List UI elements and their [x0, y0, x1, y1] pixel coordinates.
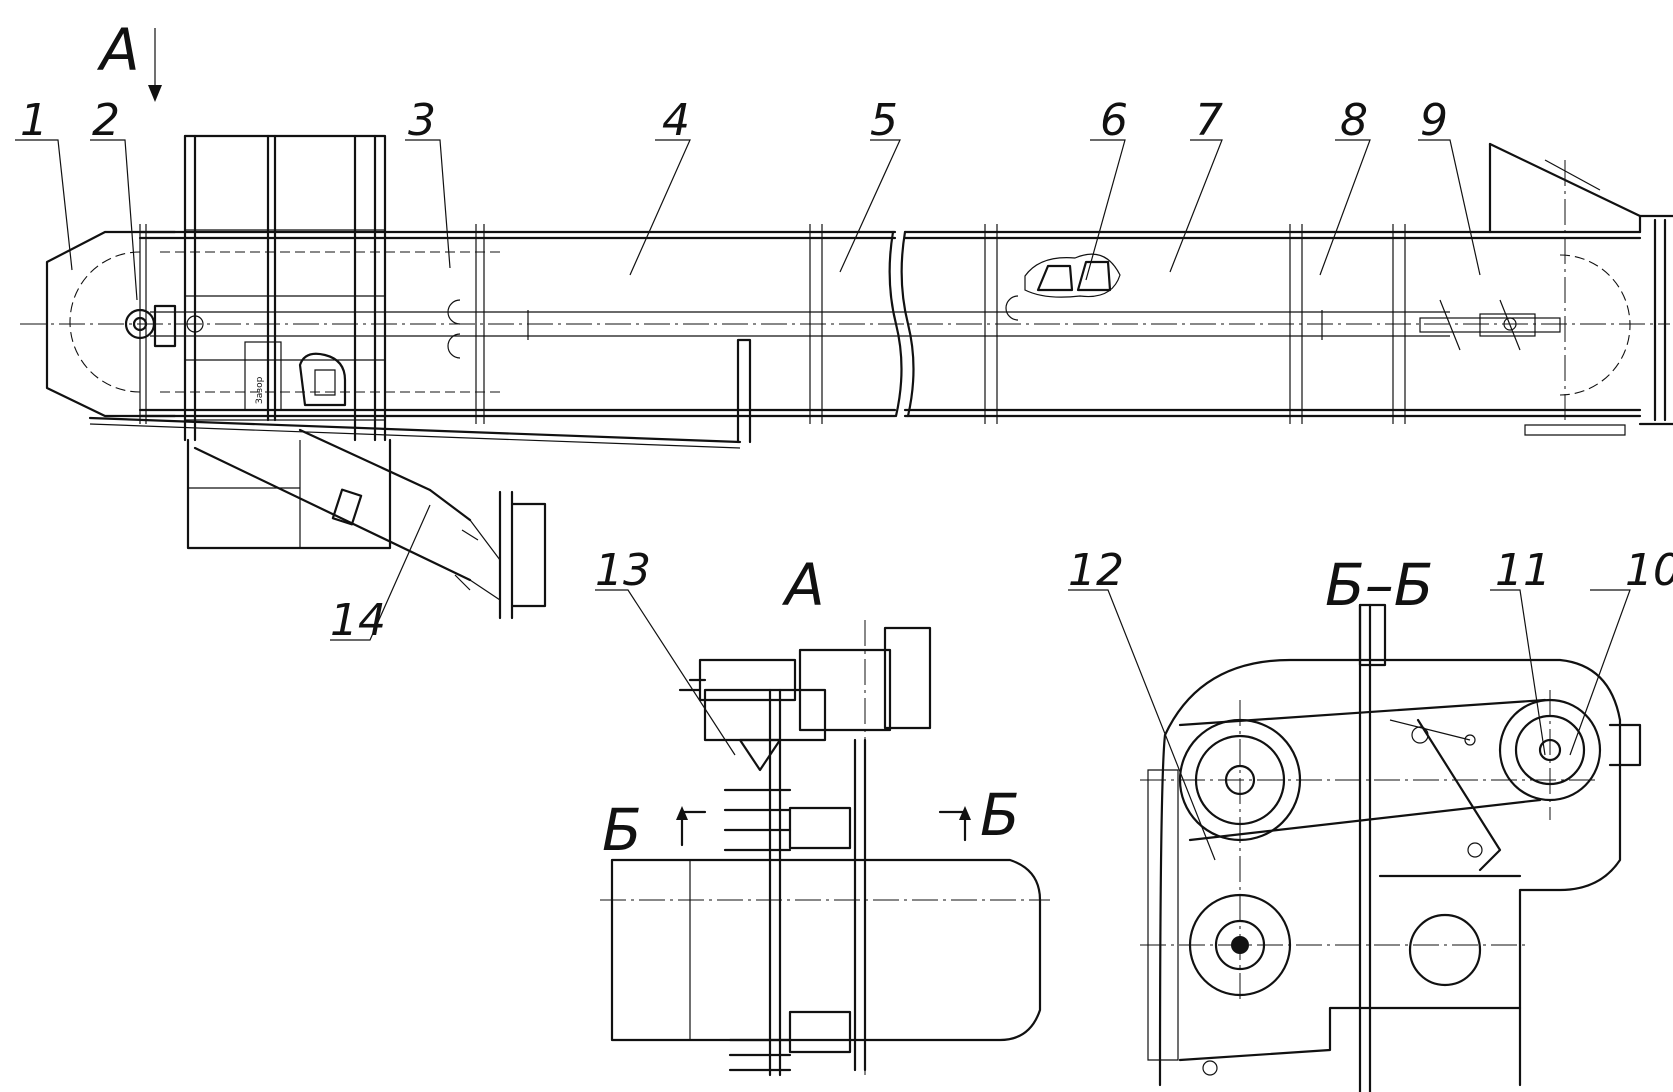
- section-bb: [1140, 603, 1642, 1092]
- callout-1: 1: [20, 95, 48, 146]
- callout-4: 4: [662, 95, 690, 146]
- callout-2: 2: [92, 95, 120, 146]
- view-a-arrow-icon: [148, 85, 162, 102]
- drive-frame: Зазор: [124, 134, 387, 442]
- callout-5: 5: [870, 95, 898, 146]
- view-a-title: A: [781, 551, 825, 619]
- section-bb-title: Б–Б: [1325, 551, 1434, 619]
- elevator-side-view: [20, 142, 1673, 449]
- callout-12: 12: [1068, 545, 1124, 596]
- callout-13: 13: [595, 545, 651, 596]
- callout-8: 8: [1340, 95, 1368, 146]
- callout-7: 7: [1195, 95, 1223, 146]
- section-label-left: Б: [602, 796, 642, 864]
- section-label-right: Б: [980, 781, 1020, 849]
- callout-11: 11: [1495, 545, 1551, 596]
- callout-6: 6: [1100, 95, 1128, 146]
- view-a-drive: [600, 620, 1050, 1080]
- callout-3: 3: [408, 95, 436, 146]
- view-marker-a: A: [96, 16, 140, 84]
- callout-9: 9: [1420, 95, 1448, 146]
- callout-14: 14: [330, 595, 386, 646]
- callout-10: 10: [1625, 545, 1673, 596]
- leader-lines: [15, 28, 1631, 861]
- svg-text:Зазор: Зазор: [255, 376, 265, 404]
- feed-chute: [186, 428, 547, 620]
